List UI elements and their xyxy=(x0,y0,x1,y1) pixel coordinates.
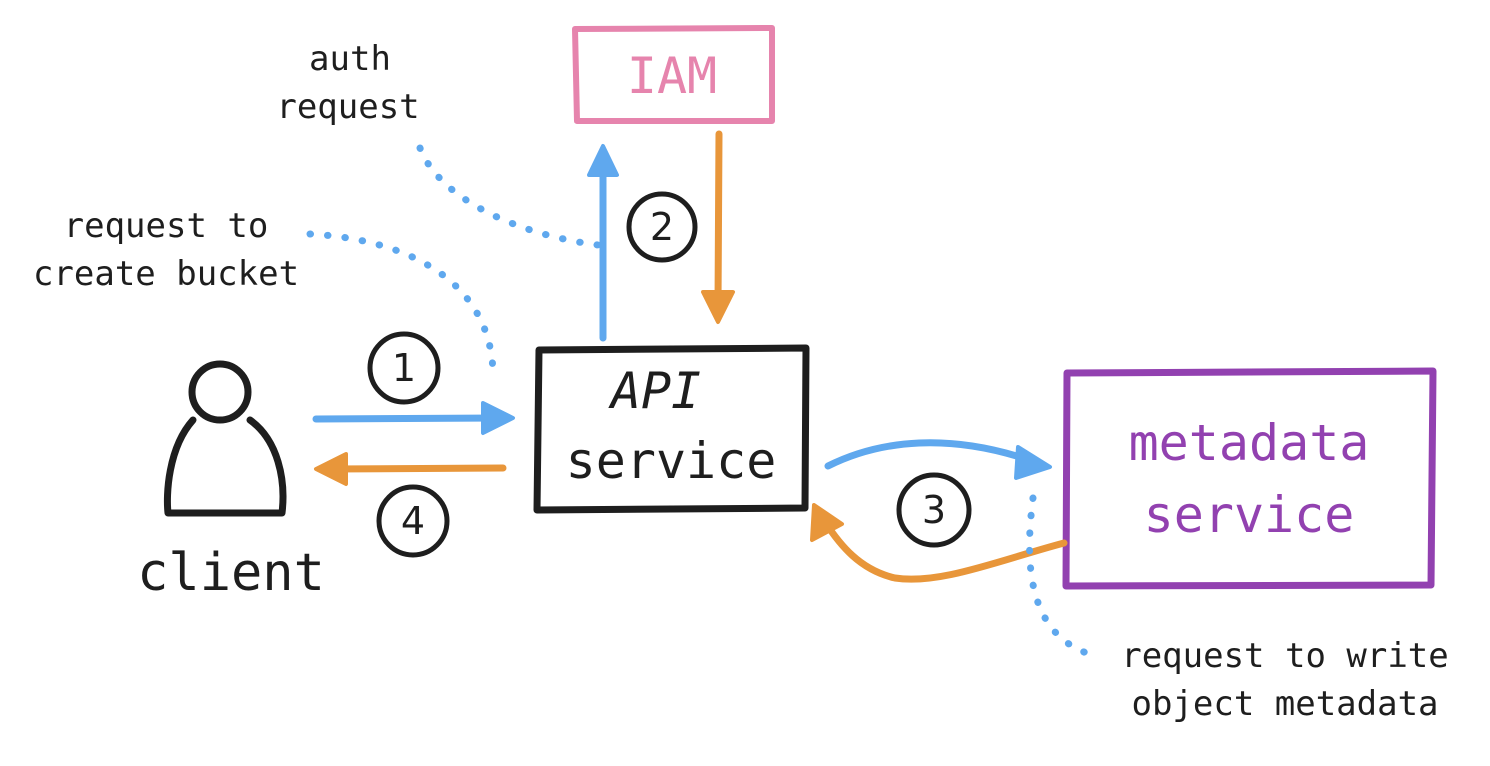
step-badge-2: 2 xyxy=(626,191,698,263)
person-icon xyxy=(163,360,287,517)
arrow-iam-to-api xyxy=(701,130,735,324)
iam-node: IAM xyxy=(572,25,775,124)
annotation-line: object metadata xyxy=(1131,684,1438,724)
step-number: 1 xyxy=(392,346,416,390)
step-badge-3: 3 xyxy=(896,472,972,548)
iam-label: IAM xyxy=(627,47,717,105)
annotation-line: auth xyxy=(309,39,391,79)
step-number: 3 xyxy=(922,488,946,532)
arrow-api-to-client xyxy=(314,452,507,486)
annotation-line: create bucket xyxy=(33,254,299,294)
metadata-service-node: metadata service xyxy=(1062,367,1437,590)
api-service-node: API service xyxy=(533,344,810,514)
metadata-service-box xyxy=(1062,367,1437,590)
annotation-write-metadata: request to write object metadata xyxy=(1121,636,1449,724)
step-badge-4: 4 xyxy=(376,484,450,558)
annotation-line: request to xyxy=(64,206,269,246)
step-number: 4 xyxy=(401,499,425,543)
step-badge-1: 1 xyxy=(367,331,441,405)
annotation-create-bucket: request to create bucket xyxy=(33,206,299,294)
api-service-label-line1: API xyxy=(608,362,701,420)
annotation-line: request to write xyxy=(1121,636,1449,676)
arrow-api-to-iam xyxy=(587,144,619,342)
step-number: 2 xyxy=(650,205,674,249)
metadata-service-label-line2: service xyxy=(1144,486,1355,544)
iam-box xyxy=(572,25,775,124)
arrow-metadata-to-api xyxy=(810,503,1068,583)
annotation-line: request xyxy=(276,87,419,127)
client-node: client xyxy=(137,360,325,603)
api-service-box xyxy=(533,344,810,514)
annotation-auth-request: auth request xyxy=(276,39,419,127)
arrow-client-to-api xyxy=(312,401,515,435)
arrow-api-to-metadata xyxy=(824,439,1052,480)
leader-auth-request xyxy=(416,144,602,249)
api-service-label-line2: service xyxy=(566,432,777,490)
leader-create-bucket xyxy=(306,230,497,384)
client-label: client xyxy=(137,543,325,603)
metadata-service-label-line1: metadata xyxy=(1129,414,1370,472)
